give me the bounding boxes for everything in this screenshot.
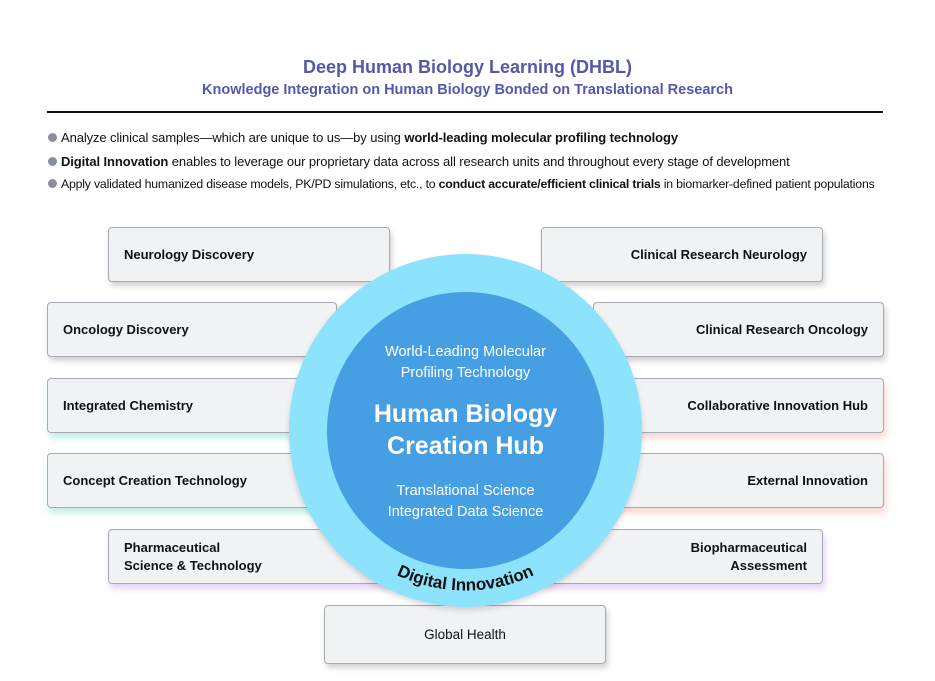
divider <box>47 111 883 113</box>
bullet-item: Analyze clinical samples—which are uniqu… <box>48 126 875 150</box>
box-label: External Innovation <box>747 472 868 488</box>
hub-top-line: Profiling Technology <box>400 365 531 381</box>
box-external-innovation: External Innovation <box>593 453 884 508</box>
box-clinical-research-neurology: Clinical Research Neurology <box>541 227 823 282</box>
box-neurology-discovery: Neurology Discovery <box>108 227 390 282</box>
box-collaborative-innovation-hub: Collaborative Innovation Hub <box>593 378 884 433</box>
bullet-item: Apply validated humanized disease models… <box>48 173 875 197</box>
bullet-bold-text: world-leading molecular profiling techno… <box>404 130 678 145</box>
box-clinical-research-oncology: Clinical Research Oncology <box>593 302 884 357</box>
bullet-dot-icon <box>48 133 57 142</box>
hub-top-line: World-Leading Molecular <box>385 344 546 360</box>
box-label: Neurology Discovery <box>124 246 255 262</box>
page-subtitle: Knowledge Integration on Human Biology B… <box>202 82 733 98</box>
hub-bottom-line: Integrated Data Science <box>387 504 544 520</box>
hub-title-line: Human Biology <box>373 400 558 428</box>
bullet-text: in biomarker-defined patient populations <box>660 177 875 191</box>
bullet-text: Apply validated humanized disease models… <box>61 177 439 191</box>
bullet-dot-icon <box>48 179 57 188</box>
box-label: Global Health <box>424 626 506 642</box>
box-concept-creation-technology: Concept Creation Technology <box>47 453 337 508</box>
page-title: Deep Human Biology Learning (DHBL) <box>302 57 632 77</box>
box-integrated-chemistry: Integrated Chemistry <box>47 378 337 433</box>
box-global-health: Global Health <box>324 605 606 664</box>
bullet-item: Digital Innovation enables to leverage o… <box>48 150 875 174</box>
hub-title-line: Creation Hub <box>387 432 544 460</box>
box-label: Pharmaceutical Science & Technology <box>124 539 262 573</box>
box-pharmaceutical-science: Pharmaceutical Science & Technology <box>108 529 390 584</box>
box-label: Oncology Discovery <box>63 321 189 337</box>
bullet-text: Analyze clinical samples—which are uniqu… <box>61 130 405 145</box>
bullet-bold-text: conduct accurate/efficient clinical tria… <box>438 177 661 191</box>
box-label: Clinical Research Oncology <box>696 321 868 337</box>
box-label: Biopharmaceutical Assessment <box>690 539 807 573</box>
hub-bottom-line: Translational Science <box>396 483 535 499</box>
box-oncology-discovery: Oncology Discovery <box>47 302 337 357</box>
bullet-bold-text: Digital Innovation <box>61 153 169 169</box>
bullet-dot-icon <box>48 156 57 166</box>
box-label: Clinical Research Neurology <box>630 246 807 262</box>
bullet-list: Analyze clinical samples—which are uniqu… <box>48 126 875 197</box>
box-label: Collaborative Innovation Hub <box>687 397 868 413</box>
bullet-text: enables to leverage our proprietary data… <box>168 153 790 169</box>
box-label: Integrated Chemistry <box>63 397 194 413</box>
box-label: Concept Creation Technology <box>63 472 247 488</box>
